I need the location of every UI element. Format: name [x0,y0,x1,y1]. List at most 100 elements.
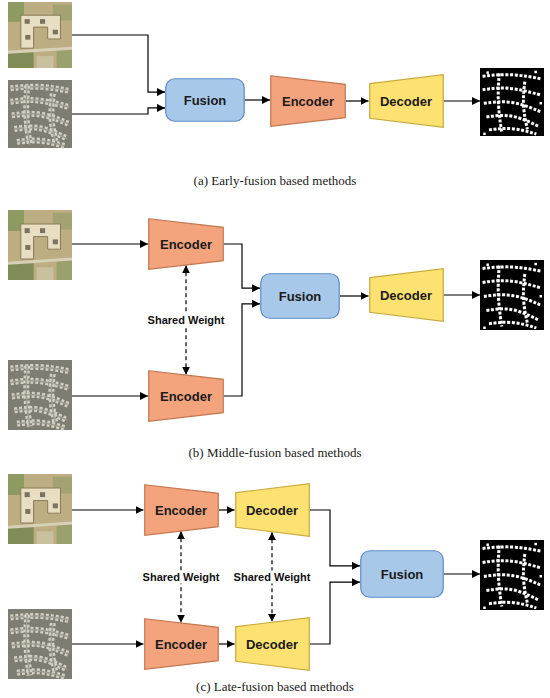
encoder-shape [144,619,218,670]
input-image [8,360,72,430]
image-roof [25,19,30,24]
image-road [51,374,55,423]
fusion-shape [166,79,245,122]
fusion-shape [361,551,444,598]
decoder-shape [369,75,443,128]
encoder-block: Encoder [270,75,346,127]
encoder-block: Encoder [144,484,219,536]
image-road [8,48,72,52]
io-arrow [72,509,144,510]
image-ground [8,80,72,148]
mask-buildings [523,554,527,603]
image-road [11,100,70,107]
image-road [14,127,66,138]
mask-dot [486,264,489,267]
image-houses [14,127,66,138]
mask-dot [534,71,537,74]
input-image [8,609,72,679]
fusion-block: Fusion [360,550,444,598]
image-road [17,422,64,428]
image-patch [57,48,72,68]
block-label: Fusion [184,93,227,108]
mask-dot [534,543,537,546]
image-houses [14,658,66,669]
encoder-shape [144,485,218,536]
image-road [51,94,55,142]
image-roof [25,245,30,250]
image-houses [51,374,55,423]
input-image [8,474,72,544]
mask-buildings [486,115,538,126]
data-flow-arrow [219,509,235,510]
image-road [14,409,66,420]
image-roof [40,492,45,497]
image-roof [25,492,30,497]
decoder-shape [235,484,309,537]
block-label: Decoder [380,94,432,109]
image-building [21,488,61,523]
mask-buildings [483,561,542,568]
mask-dot [540,102,543,105]
output-mask [480,540,544,610]
image-houses [12,395,68,405]
decoder-shape [369,269,443,322]
block-label: Decoder [246,637,298,652]
image-roof [53,239,58,244]
block-label: Decoder [380,288,432,303]
block-label: Encoder [282,94,334,109]
mask-buildings [489,129,536,134]
mask-buildings [486,309,538,320]
caption: (c) Late-fusion based methods [0,680,550,694]
decoder-block: Decoder [235,483,310,537]
mask-buildings [483,88,542,95]
image-road [11,367,70,371]
mask-buildings [523,274,527,323]
block-label: Encoder [155,503,207,518]
image-road [26,615,30,676]
mask-dot [486,71,489,74]
mask-buildings [489,602,536,608]
mask-buildings [498,73,502,132]
io-arrow [72,108,165,114]
image-patch [37,267,54,280]
image-road [8,523,72,527]
image-road [12,644,68,654]
mask-buildings [483,75,542,79]
decoder-block: Decoder [235,617,310,671]
mask-dot [540,295,543,298]
image-road [17,141,64,146]
image-houses [26,85,30,144]
caption: (b) Middle-fusion based methods [0,446,550,460]
image-houses [17,422,64,428]
image-patch [57,259,72,280]
block-label: Decoder [246,503,298,518]
image-road [12,114,68,124]
decoder-shape [235,618,309,671]
block-label: Encoder [155,637,207,652]
encoder-shape [149,371,224,422]
image-road [51,623,55,672]
mask-dot [540,575,543,578]
io-arrow [444,100,481,101]
mask-buildings [523,82,527,130]
image-road [11,630,70,637]
caption: (a) Early-fusion based methods [0,174,550,188]
image-houses [14,409,66,420]
data-flow-arrow [310,582,361,644]
image-building [21,15,61,48]
block-label: Fusion [381,567,424,582]
mask-ground [480,260,544,330]
edge-label: Shared Weight [141,571,222,584]
encoder-shape [149,219,224,270]
image-ground [8,210,72,280]
mask-dot [483,327,486,330]
image-houses [51,94,55,142]
image-ground [8,2,72,68]
mask-ground [480,68,544,136]
data-flow-arrow [340,295,369,296]
data-flow-arrow [219,643,235,644]
encoder-shape [271,76,346,127]
image-roof [25,509,30,514]
block-label: Encoder [160,237,212,252]
output-mask [480,260,544,330]
